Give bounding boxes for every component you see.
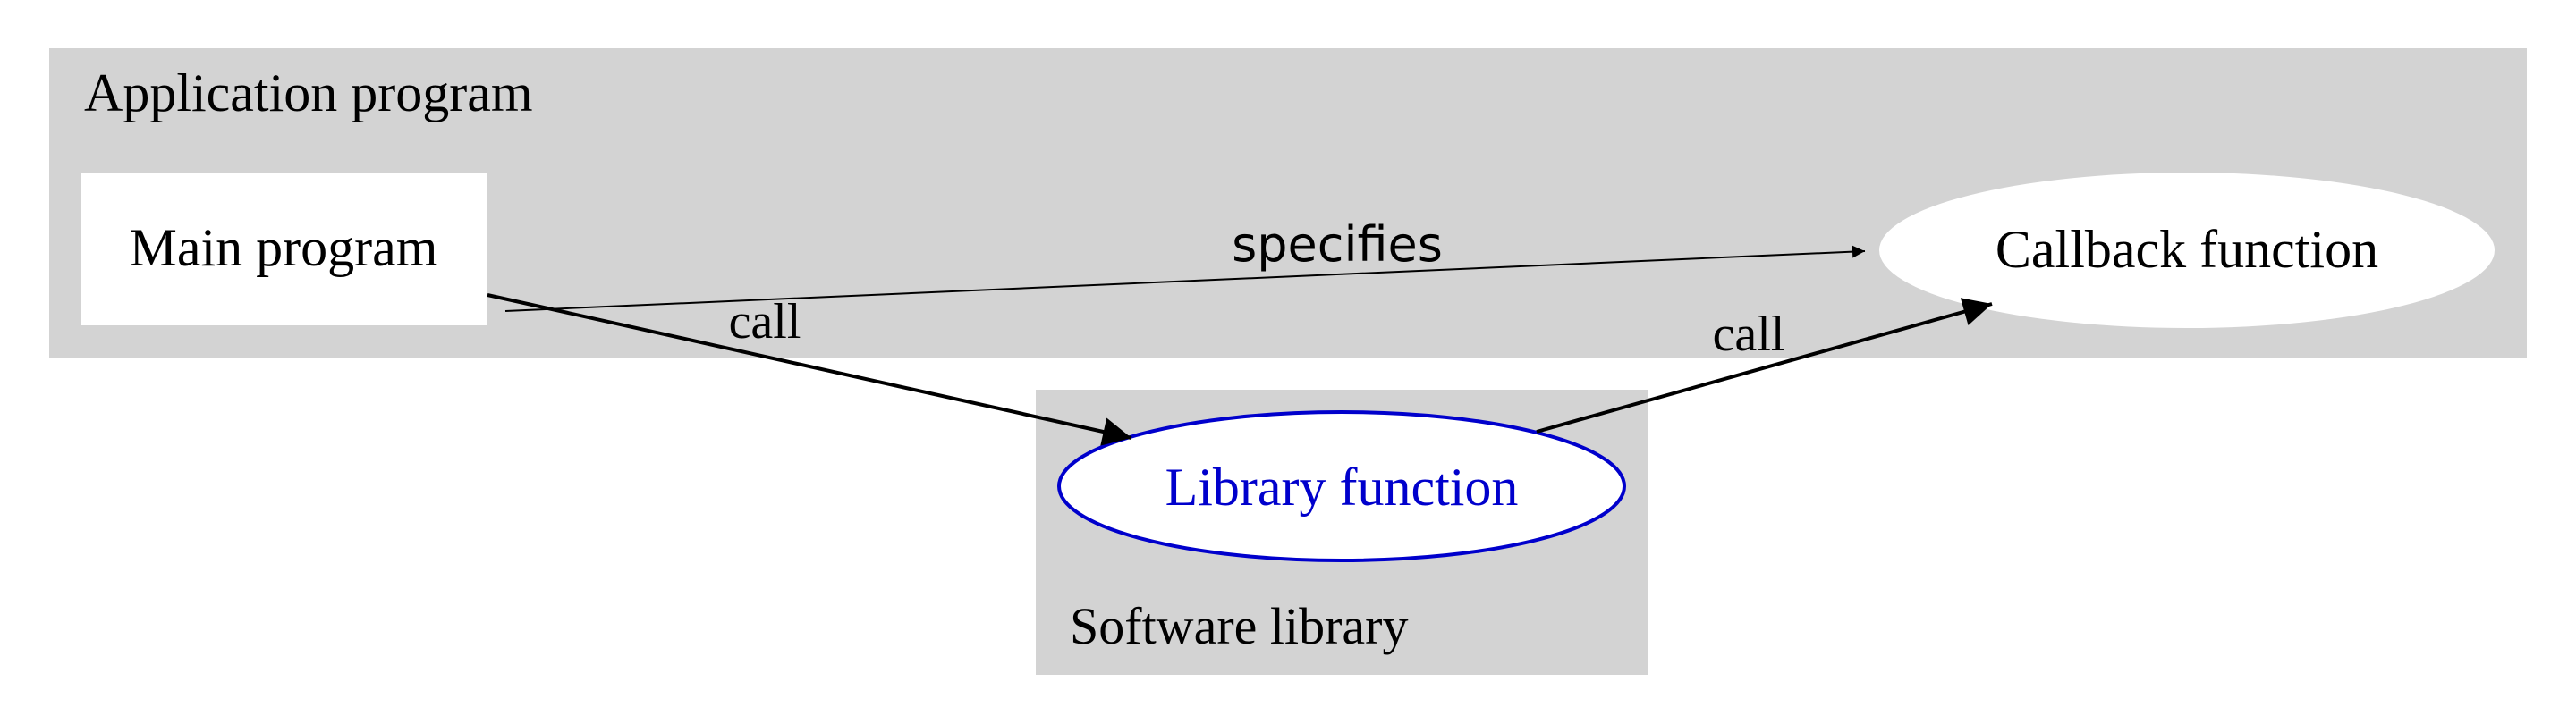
software-library-cluster-label: Software library (1070, 597, 1408, 655)
edge-library-to-callback-line (1536, 298, 1993, 434)
edge-library-to-callback-label: call (1713, 307, 1785, 362)
callback-function-ellipse (1879, 173, 2495, 328)
library-function-node: Library function (1057, 410, 1626, 562)
main-program-box (80, 173, 487, 325)
library-function-ellipse (1057, 410, 1626, 562)
main-program-node: Main program (80, 173, 487, 325)
edge-main-to-callback-label: specifies (1232, 216, 1443, 273)
edge-main-to-callback-line (504, 245, 1866, 312)
library-function-label: Library function (1165, 458, 1519, 517)
edge-main-to-callback: specifies (504, 216, 1866, 312)
callback-function-node: Callback function (1879, 173, 2495, 328)
callback-function-label: Callback function (1996, 220, 2378, 279)
main-program-label: Main program (130, 218, 438, 277)
edge-main-to-library-line (487, 293, 1132, 446)
edge-main-to-library-label: call (729, 294, 801, 349)
edge-library-to-callback: call (1536, 298, 1993, 434)
edge-main-to-library: call (487, 293, 1132, 446)
application-program-cluster-label: Application program (84, 63, 533, 122)
